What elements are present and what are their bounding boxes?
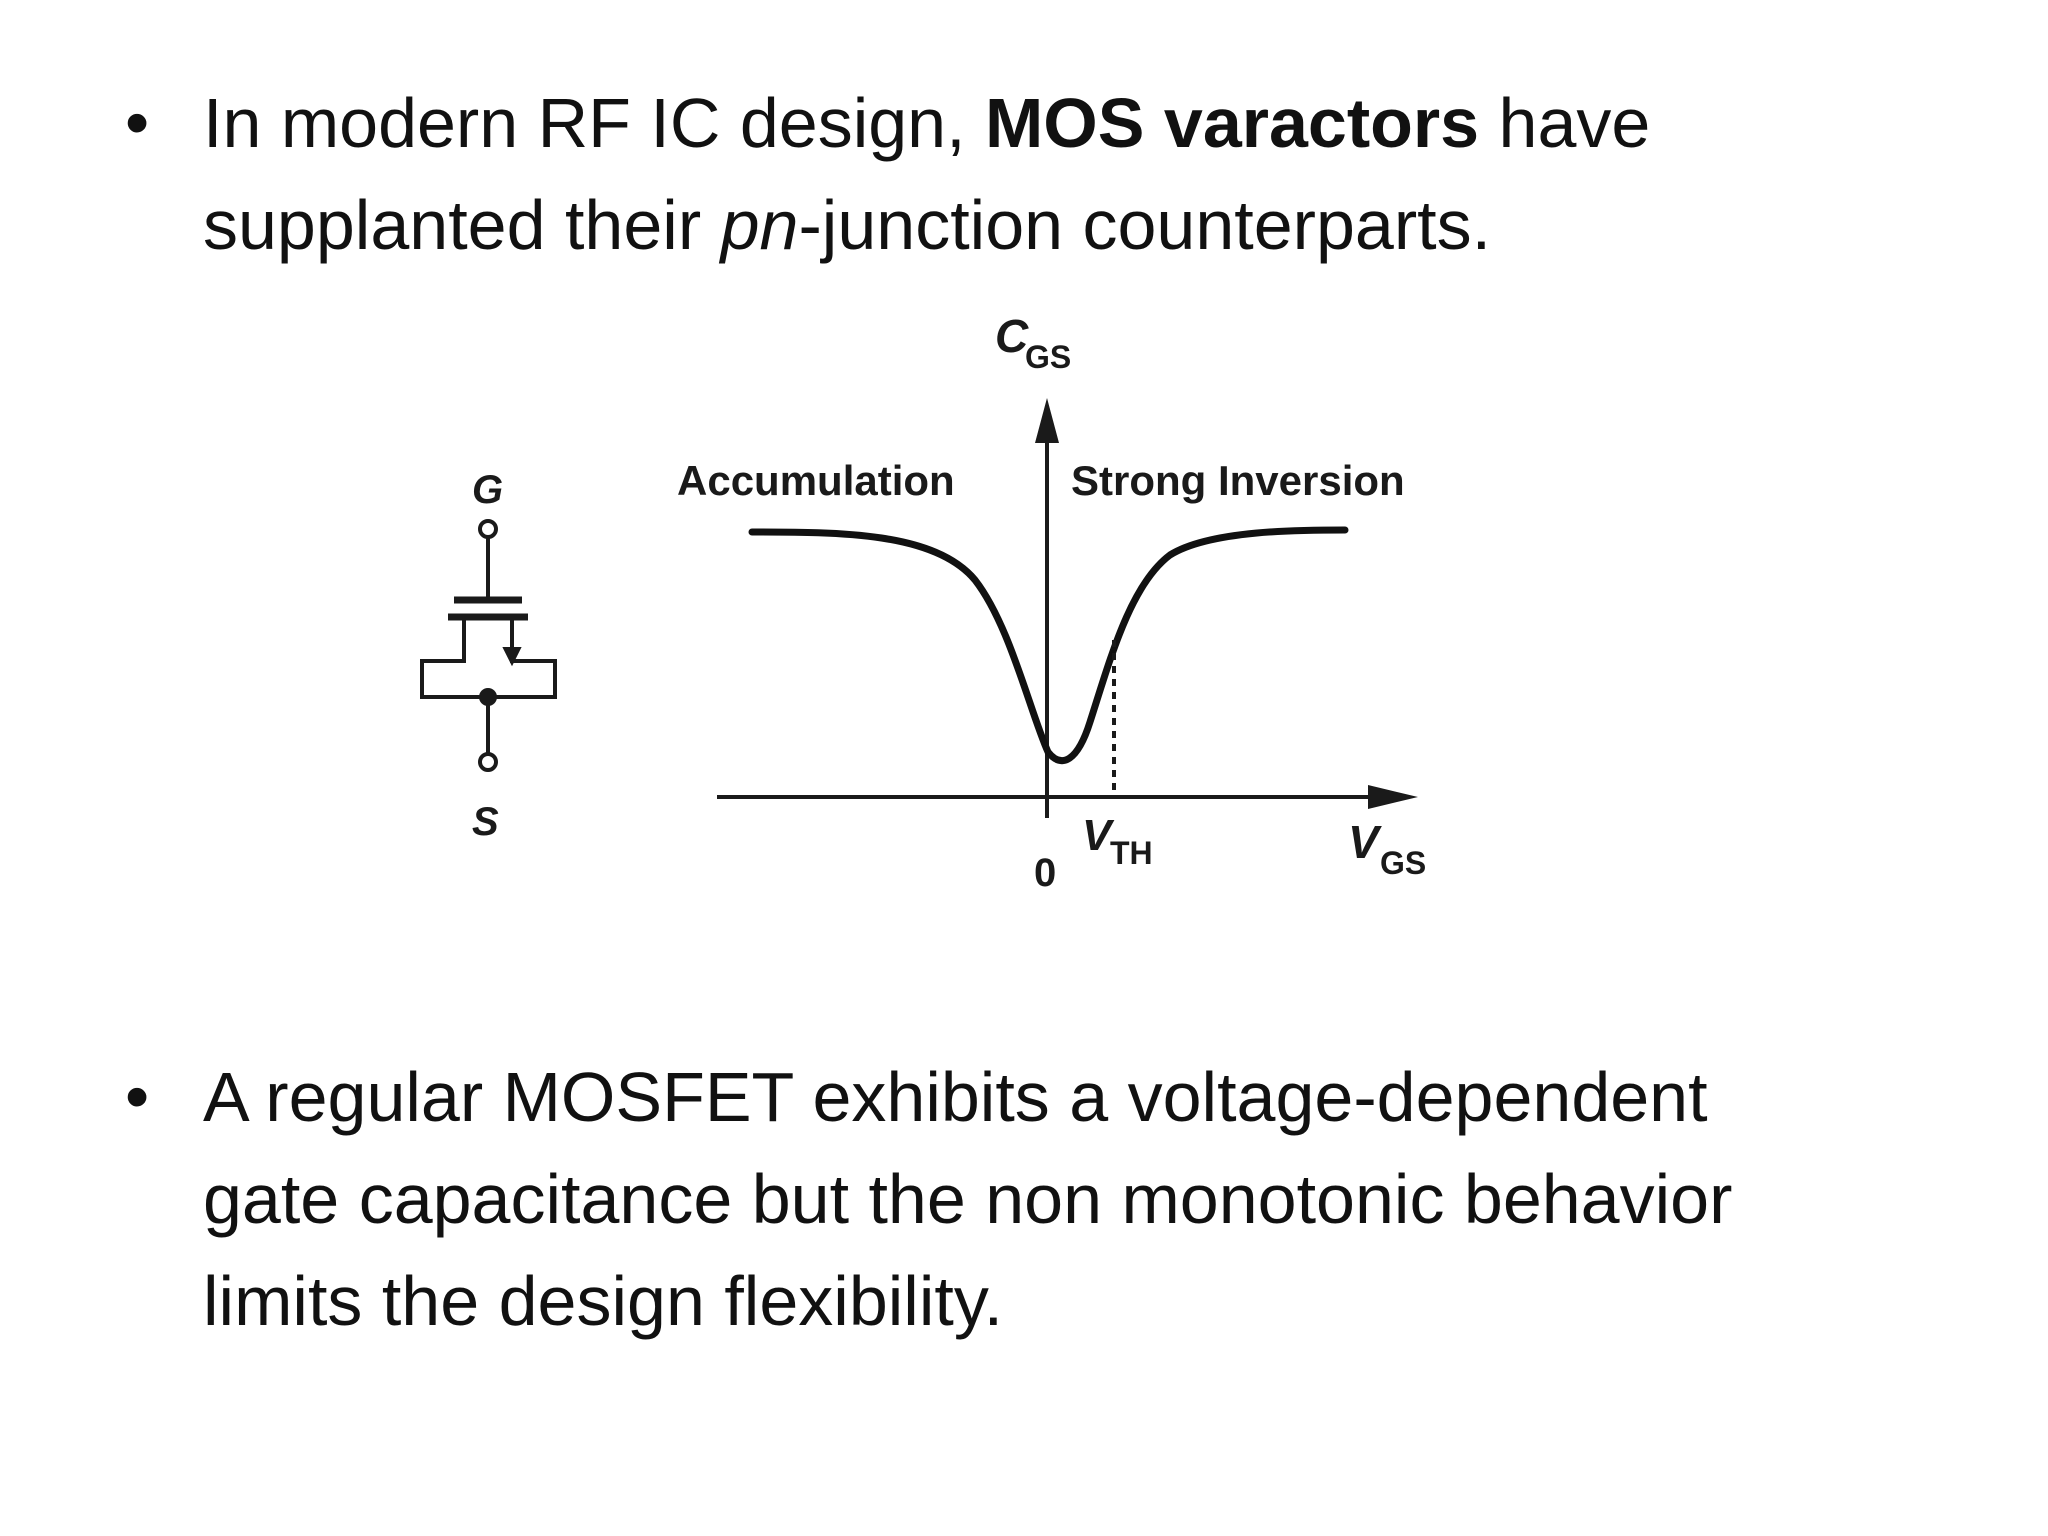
bullet-1-line-1-post: have (1479, 84, 1651, 162)
gate-label: G (472, 468, 503, 512)
bullet-2-line-3: limits the design flexibility. (203, 1262, 1004, 1340)
bullet-1-line-2-post: -junction counterparts. (798, 186, 1492, 264)
gate-terminal (478, 519, 498, 539)
bullet-marker-2: • (125, 1058, 150, 1135)
drain-source-leads (420, 617, 557, 699)
bullet-2-line-2: gate capacitance but the non monotonic b… (203, 1160, 1733, 1238)
origin-label: 0 (1034, 851, 1056, 895)
bullet-1-bold-term: MOS varactors (985, 84, 1480, 162)
bullet-text-1: In modern RF IC design, MOS varactors ha… (203, 72, 2003, 276)
x-axis-label: V (1348, 816, 1382, 868)
threshold-label: V (1082, 811, 1115, 860)
y-axis-label: C (995, 310, 1029, 362)
source-label: S (472, 800, 499, 844)
cv-graph: C GS Accumulation Strong Inversion 0 V T… (677, 310, 1426, 895)
bullet-1-line-2-pre: supplanted their (203, 186, 721, 264)
source-arrow (502, 647, 522, 667)
bullet-2-line-1: A regular MOSFET exhibits a voltage-depe… (203, 1058, 1708, 1136)
y-axis-subscript: GS (1025, 339, 1071, 375)
bullet-marker-1: • (125, 84, 150, 161)
source-terminal (478, 752, 498, 772)
y-axis-arrowhead (1035, 398, 1059, 443)
bullet-1-line-2: supplanted their pn-junction counterpart… (203, 174, 2003, 276)
nmos-transistor-symbol (420, 519, 557, 772)
threshold-subscript: TH (1110, 835, 1153, 871)
bullet-1-line-1-pre: In modern RF IC design, (203, 84, 985, 162)
x-axis-subscript: GS (1380, 845, 1426, 881)
x-axis-arrowhead (1368, 785, 1418, 809)
bullet-text-2: A regular MOSFET exhibits a voltage-depe… (203, 1046, 2003, 1352)
bullet-1-italic-term: pn (720, 186, 799, 264)
bullet-1-line-1: In modern RF IC design, MOS varactors ha… (203, 72, 2003, 174)
region-strong-inversion-label: Strong Inversion (1071, 457, 1405, 504)
region-accumulation-label: Accumulation (677, 457, 955, 504)
cgs-curve (748, 526, 1349, 765)
